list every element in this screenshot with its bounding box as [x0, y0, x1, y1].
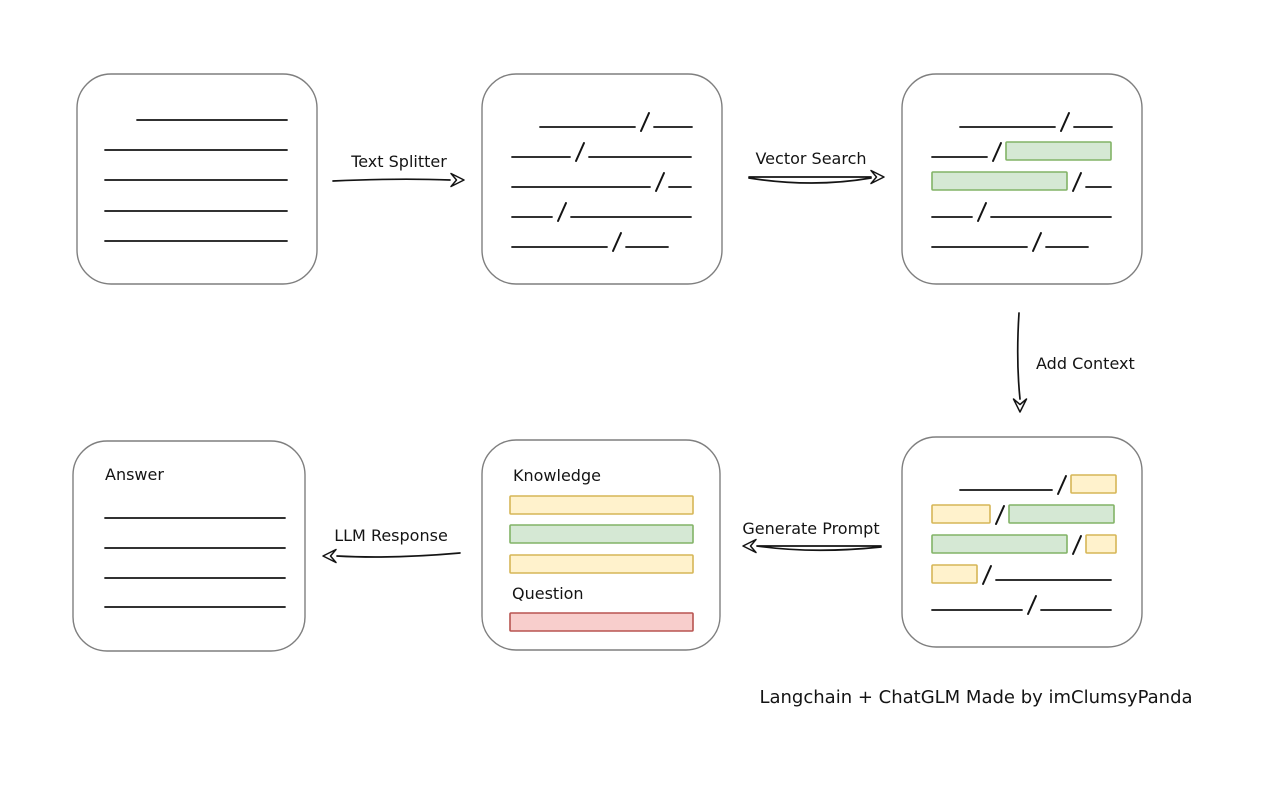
node-context-chunks [901, 436, 1143, 648]
arrow-head-right-icon [450, 172, 465, 188]
answer-box [72, 440, 306, 652]
prompt-bars [509, 495, 694, 632]
slash-mark [1027, 595, 1037, 615]
vector-search-arrow-shaft [748, 176, 872, 184]
slash-mark [982, 565, 992, 585]
node-source-document [76, 73, 318, 285]
arrow-head-left-icon [742, 538, 757, 554]
context-chunks-lines [931, 474, 1117, 615]
slash-mark [1060, 112, 1070, 132]
llm-response-label: LLM Response [334, 526, 448, 545]
generate-prompt-arrow-shaft [756, 545, 882, 552]
vector-search-arrow: Vector Search [748, 149, 885, 185]
slash-mark [1072, 535, 1082, 555]
green-chunk [931, 534, 1068, 554]
yellow-chunk [509, 495, 694, 515]
slash-mark [557, 202, 567, 222]
node-answer: Answer [72, 440, 306, 652]
text-splitter-label: Text Splitter [350, 152, 447, 171]
green-chunk [1008, 504, 1115, 524]
generate-prompt-arrow: Generate Prompt [742, 519, 882, 554]
green-chunk [931, 171, 1068, 191]
yellow-chunk [1085, 534, 1117, 554]
generate-prompt-label: Generate Prompt [742, 519, 879, 538]
yellow-chunk [931, 504, 991, 524]
prompt-box [481, 439, 721, 651]
knowledge-title: Knowledge [513, 466, 601, 485]
add-context-label: Add Context [1036, 354, 1135, 373]
text-splitter-arrow: Text Splitter [332, 152, 465, 188]
vector-matches-lines [931, 112, 1113, 252]
yellow-chunk [509, 554, 694, 574]
slash-mark [992, 142, 1002, 162]
vector-search-label: Vector Search [755, 149, 866, 168]
node-vector-matches [901, 73, 1143, 285]
add-context-arrow: Add Context [1012, 312, 1135, 413]
red-chunk [509, 612, 694, 632]
diagram-caption: Langchain + ChatGLM Made by imClumsyPand… [759, 687, 1192, 708]
source-document-lines [104, 119, 288, 242]
node-prompt: Knowledge Question [481, 439, 721, 651]
node-split-text [481, 73, 723, 285]
slash-mark [995, 505, 1005, 525]
arrow-head-down-icon [1012, 398, 1028, 413]
slash-mark [1057, 475, 1067, 495]
split-text-box [481, 73, 723, 285]
arrow-head-left-icon [322, 548, 337, 564]
green-chunk [509, 524, 694, 544]
text-splitter-arrow-shaft [332, 178, 451, 182]
slash-mark [1032, 232, 1042, 252]
slash-mark [612, 232, 622, 252]
green-chunk [1005, 141, 1112, 161]
split-text-lines [511, 112, 693, 252]
source-document-box [76, 73, 318, 285]
arrow-head-right-icon [870, 169, 885, 185]
answer-lines [104, 517, 286, 608]
question-title: Question [512, 584, 584, 603]
slash-mark [1072, 172, 1082, 192]
slash-mark [655, 172, 665, 192]
llm-response-arrow-shaft [336, 552, 461, 558]
slash-mark [575, 142, 585, 162]
add-context-arrow-shaft [1016, 312, 1021, 400]
llm-response-arrow: LLM Response [322, 526, 461, 564]
answer-title: Answer [105, 465, 164, 484]
slash-mark [977, 202, 987, 222]
yellow-chunk [1070, 474, 1117, 494]
slash-mark [640, 112, 650, 132]
yellow-chunk [931, 564, 978, 584]
